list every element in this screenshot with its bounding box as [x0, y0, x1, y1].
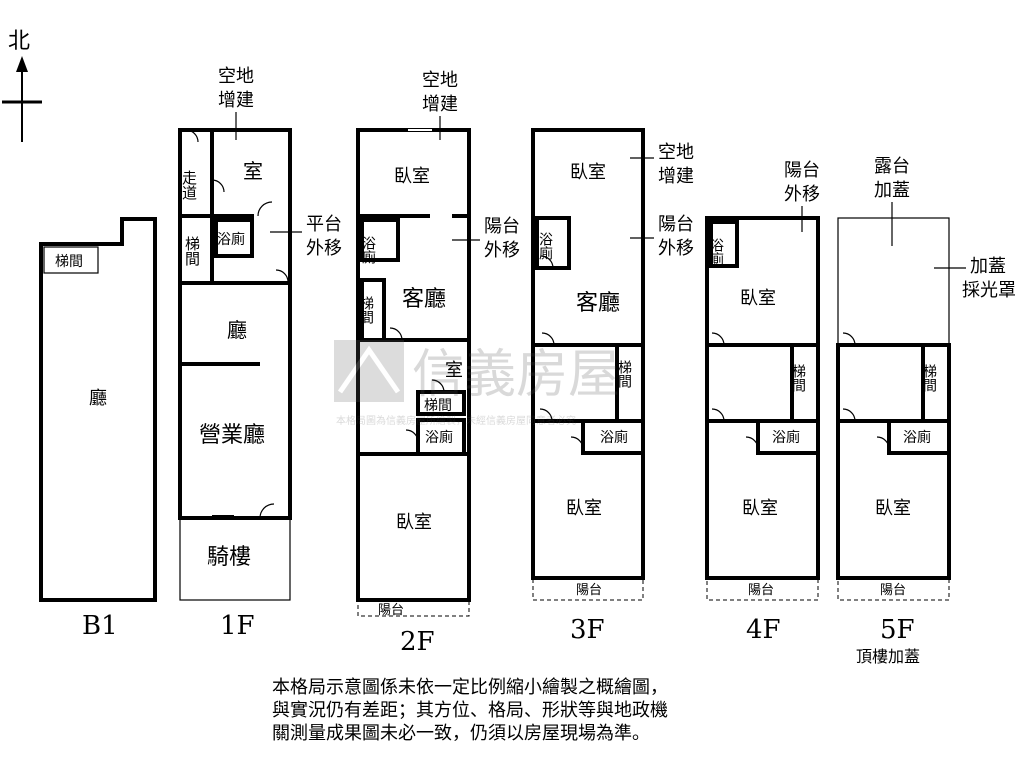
f3-bath2-label: 浴廁	[600, 429, 628, 446]
disclaimer-line-1: 本格局示意圖係未依一定比例縮小繪製之概繪圖，	[272, 677, 668, 698]
f1-hall-label: 廳	[227, 318, 247, 342]
f1-platform-note-2: 外移	[306, 238, 342, 259]
f4-bath2-label: 浴廁	[772, 429, 800, 446]
f5-sublabel: 頂樓加蓋	[856, 647, 920, 666]
f2-bedroom-n-label: 臥室	[394, 166, 430, 187]
f3-stair-label: 梯間	[616, 360, 632, 389]
f4-bedroom-s-label: 臥室	[742, 498, 778, 519]
watermark-brand: 信義房屋	[412, 345, 620, 405]
compass: 北	[2, 29, 42, 142]
b1-floor-label: B1	[82, 611, 118, 641]
floor-2f: 臥室 浴廁 客廳 梯間 室 梯間 浴廁 臥室 陽台 空地 增建 陽台 外移 2F	[356, 70, 520, 657]
watermark: 信義房屋 本格局圖為信義房屋所繪製，未經信義房屋同意者必究	[334, 340, 620, 427]
floor-b1: 梯間 廳 B1	[39, 217, 157, 641]
f1-addition-note-1: 空地	[218, 66, 254, 87]
f4-bedroom-n-label: 臥室	[740, 288, 776, 309]
f3-bedroom-s-label: 臥室	[566, 498, 602, 519]
b1-hall-label: 廳	[89, 388, 107, 409]
disclaimer-line-3: 關測量成果圖未必一致，仍須以房屋現場為準。	[272, 723, 650, 744]
f2-balcony-move-note-1: 陽台	[484, 216, 520, 237]
b1-stair-label: 梯間	[55, 254, 83, 270]
f4-balcony-move-note-2: 外移	[784, 184, 820, 205]
floor-1f: 室 走道 梯間 浴廁 廳 營業廳 騎樓 空地 增建 平台 外移 1F	[178, 66, 342, 641]
north-arrow-icon	[16, 56, 28, 72]
watermark-logo-icon	[334, 340, 404, 402]
f2-floor-label: 2F	[400, 627, 435, 657]
f5-terrace-note-2: 加蓋	[874, 180, 910, 201]
f1-corridor-label: 走道	[180, 170, 198, 200]
f2-balcony-label: 陽台	[378, 603, 404, 618]
f3-balcony-label: 陽台	[576, 583, 602, 598]
f2-stair-label: 梯間	[358, 296, 374, 325]
f5-terrace-note-1: 露台	[874, 156, 910, 177]
watermark-text: 本格局圖為信義房屋所繪製，未經信義房屋同意者必究	[336, 414, 576, 427]
f2-balcony-move-note-2: 外移	[484, 240, 520, 261]
floor-4f: 浴廁 臥室 梯間 浴廁 臥室 陽台 陽台 外移 4F	[705, 160, 820, 645]
f2-addition-note-2: 增建	[422, 94, 458, 115]
f2-living-label: 客廳	[402, 287, 446, 312]
f5-bedroom-s-label: 臥室	[875, 498, 911, 519]
f5-stair-label: 梯間	[921, 364, 937, 393]
f3-floor-label: 3F	[570, 615, 605, 645]
f2-bath2-label: 浴廁	[425, 429, 453, 446]
disclaimer-line-2: 與實況仍有差距；其方位、格局、形狀等與地政機	[272, 700, 668, 721]
floor-5f: 梯間 浴廁 臥室 陽台 露台 加蓋 加蓋 採光罩 5F 頂樓加蓋	[836, 156, 1016, 666]
f3-addition-note-1: 空地	[658, 142, 694, 163]
f5-skylight-note-2: 採光罩	[962, 280, 1016, 301]
f1-floor-label: 1F	[220, 611, 255, 641]
f3-bedroom-n-label: 臥室	[570, 162, 606, 183]
f4-balcony-move-note-1: 陽台	[784, 160, 820, 181]
f4-bath-label: 浴廁	[708, 238, 724, 266]
f1-business-hall-label: 營業廳	[199, 423, 265, 448]
f1-arcade-label: 騎樓	[207, 545, 251, 570]
f4-stair-label: 梯間	[790, 364, 806, 393]
f4-floor-label: 4F	[746, 615, 781, 645]
f5-floor-label: 5F	[880, 615, 915, 645]
f1-room-label: 室	[243, 159, 263, 183]
f4-balcony-label: 陽台	[748, 583, 774, 598]
f5-balcony-label: 陽台	[880, 583, 906, 598]
f1-addition-note-2: 增建	[218, 90, 254, 111]
f3-bath-label: 浴廁	[537, 232, 553, 260]
f3-living-label: 客廳	[576, 291, 620, 316]
f1-bath-label: 浴廁	[217, 231, 245, 248]
f2-addition-note-1: 空地	[422, 70, 458, 91]
north-label: 北	[8, 29, 30, 54]
f3-balcony-move-note-2: 外移	[658, 238, 694, 259]
f5-skylight-note-1: 加蓋	[970, 256, 1006, 277]
f2-bath-label: 浴廁	[360, 236, 376, 264]
f2-bedroom-s-label: 臥室	[396, 512, 432, 533]
f3-balcony-move-note-1: 陽台	[658, 214, 694, 235]
f3-addition-note-2: 增建	[658, 166, 694, 187]
disclaimer: 本格局示意圖係未依一定比例縮小繪製之概繪圖， 與實況仍有差距；其方位、格局、形狀…	[272, 676, 772, 745]
f2-room-label: 室	[445, 360, 463, 381]
f2-stair2-label: 梯間	[424, 398, 452, 414]
f1-stair-label: 梯間	[183, 236, 201, 267]
f1-platform-note-1: 平台	[306, 214, 342, 235]
f5-bath-label: 浴廁	[903, 429, 931, 446]
floor-3f: 臥室 浴廁 客廳 梯間 浴廁 臥室 陽台 空地 增建 陽台 外移 3F	[531, 128, 694, 645]
